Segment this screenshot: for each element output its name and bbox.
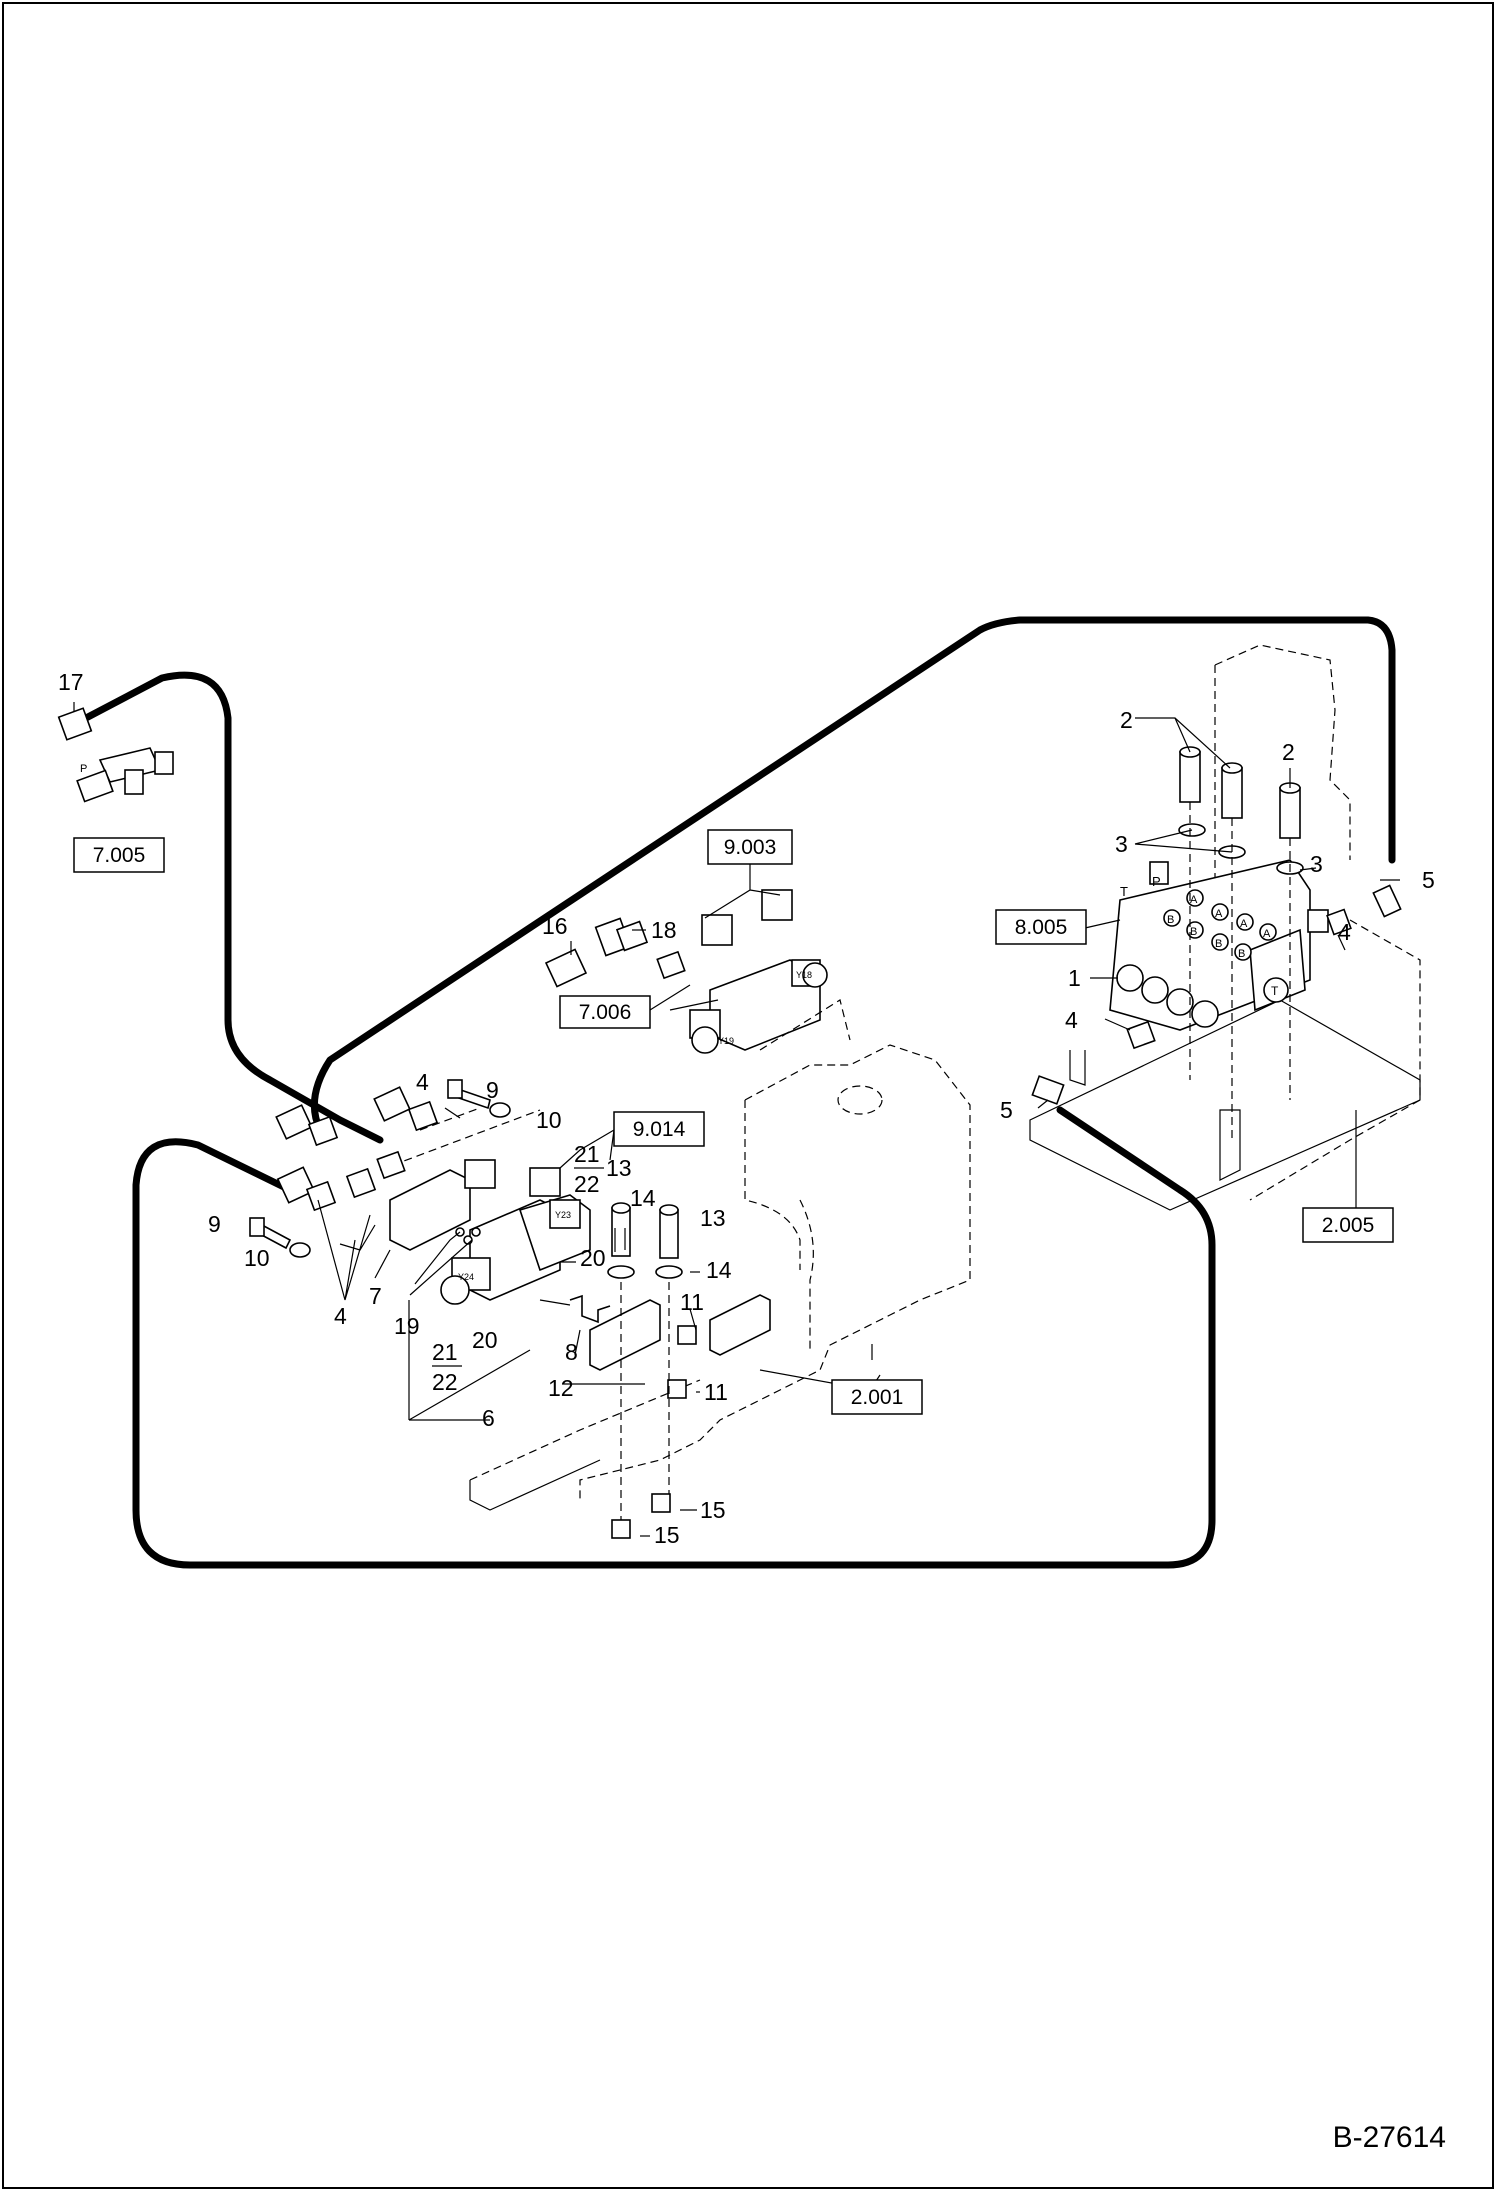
valve-block-6 <box>379 1107 591 1305</box>
callout-7: 7 <box>369 1283 382 1309</box>
port-p: P <box>1152 874 1161 889</box>
port-b4: B <box>1238 948 1245 960</box>
port-b1: B <box>1167 914 1174 926</box>
callout-9-upper: 9 <box>486 1077 499 1103</box>
tee-fitting <box>57 707 174 803</box>
control-valve-block <box>1109 859 1329 1031</box>
port-a3: A <box>1240 918 1248 930</box>
callout-9-lower: 9 <box>208 1211 221 1237</box>
ref-7005: 7.005 <box>93 844 146 867</box>
ref-box-8005 <box>995 909 1087 945</box>
port-a2: A <box>1215 908 1223 920</box>
callout-22-lower: 22 <box>432 1369 458 1395</box>
port-a1: A <box>1190 894 1198 906</box>
callout-11-lower: 11 <box>704 1379 728 1405</box>
solenoid-y18: Y18 <box>796 970 812 980</box>
callout-3-right: 3 <box>1310 851 1323 877</box>
callout-4-valve-left: 4 <box>1065 1007 1078 1033</box>
callout-21-upper: 21 <box>574 1141 600 1167</box>
callout-11-upper: 11 <box>680 1289 704 1315</box>
tank-outline <box>469 1044 971 1511</box>
callout-20-right: 20 <box>580 1245 606 1271</box>
hose-17-to-16 <box>82 671 384 1144</box>
port-b2: B <box>1190 926 1197 938</box>
valve-fittings <box>1031 884 1402 1105</box>
callout-4-upper: 4 <box>416 1069 429 1095</box>
ref-2001: 2.001 <box>851 1386 904 1409</box>
ref-box-9014 <box>613 1111 705 1147</box>
port-p2: P <box>80 763 87 775</box>
ref-9014: 9.014 <box>633 1118 686 1141</box>
ref-box-9003 <box>707 829 793 865</box>
callout-3-left: 3 <box>1115 831 1128 857</box>
callout-15-right: 15 <box>700 1497 726 1523</box>
callout-13-right: 13 <box>700 1205 726 1231</box>
hose-top-return <box>310 616 1396 1134</box>
callout-14-right: 14 <box>706 1257 732 1283</box>
fittings-16-18 <box>544 917 686 988</box>
callout-15-left: 15 <box>654 1522 680 1548</box>
callout-1: 1 <box>1068 965 1081 991</box>
ref-box-7005 <box>73 837 165 873</box>
ref-box-2001 <box>831 1379 923 1415</box>
callout-5-bottom: 5 <box>1000 1097 1013 1123</box>
solenoid-y19: Y19 <box>718 1036 734 1046</box>
ref-9003: 9.003 <box>724 836 777 859</box>
callout-22-upper: 22 <box>574 1171 600 1197</box>
callout-6: 6 <box>482 1405 495 1431</box>
callout-4-valve-right: 4 <box>1338 919 1351 945</box>
port-t: T <box>1120 884 1128 899</box>
callout-13-left: 13 <box>606 1155 632 1181</box>
callout-14-left: 14 <box>630 1185 656 1211</box>
bolts-9-washers-10 <box>249 1079 511 1258</box>
hose-bottom-loop <box>132 1106 1216 1569</box>
port-a4: A <box>1263 928 1271 940</box>
callout-10-upper: 10 <box>536 1107 562 1133</box>
solenoid-y24: Y24 <box>458 1272 474 1282</box>
ref-2005: 2.005 <box>1322 1214 1375 1237</box>
ref-7006: 7.006 <box>579 1001 632 1024</box>
ref-box-2005 <box>1302 1207 1394 1243</box>
callout-8: 8 <box>565 1339 578 1365</box>
port-b3: B <box>1215 938 1222 950</box>
callout-17: 17 <box>58 669 84 695</box>
callout-19: 19 <box>394 1313 420 1339</box>
callout-21-lower: 21 <box>432 1339 458 1365</box>
callout-12: 12 <box>548 1375 574 1401</box>
valve-7006 <box>689 889 851 1054</box>
callout-16: 16 <box>542 913 568 939</box>
callout-10-lower: 10 <box>244 1245 270 1271</box>
callout-4-lower: 4 <box>334 1303 347 1329</box>
ref-box-7006 <box>559 995 651 1029</box>
callout-5-top: 5 <box>1422 867 1435 893</box>
callout-2-right: 2 <box>1282 739 1295 765</box>
ref-8005: 8.005 <box>1015 916 1068 939</box>
callout-2-left: 2 <box>1120 707 1133 733</box>
drawing-number: B-27614 <box>1332 2121 1446 2154</box>
fittings-4-group <box>275 1086 439 1212</box>
callout-18: 18 <box>651 917 677 943</box>
port-t2: T <box>1271 984 1279 998</box>
callout-20-left: 20 <box>472 1327 498 1353</box>
solenoid-y23: Y23 <box>555 1210 571 1220</box>
bracket-bolts <box>569 1202 771 1539</box>
